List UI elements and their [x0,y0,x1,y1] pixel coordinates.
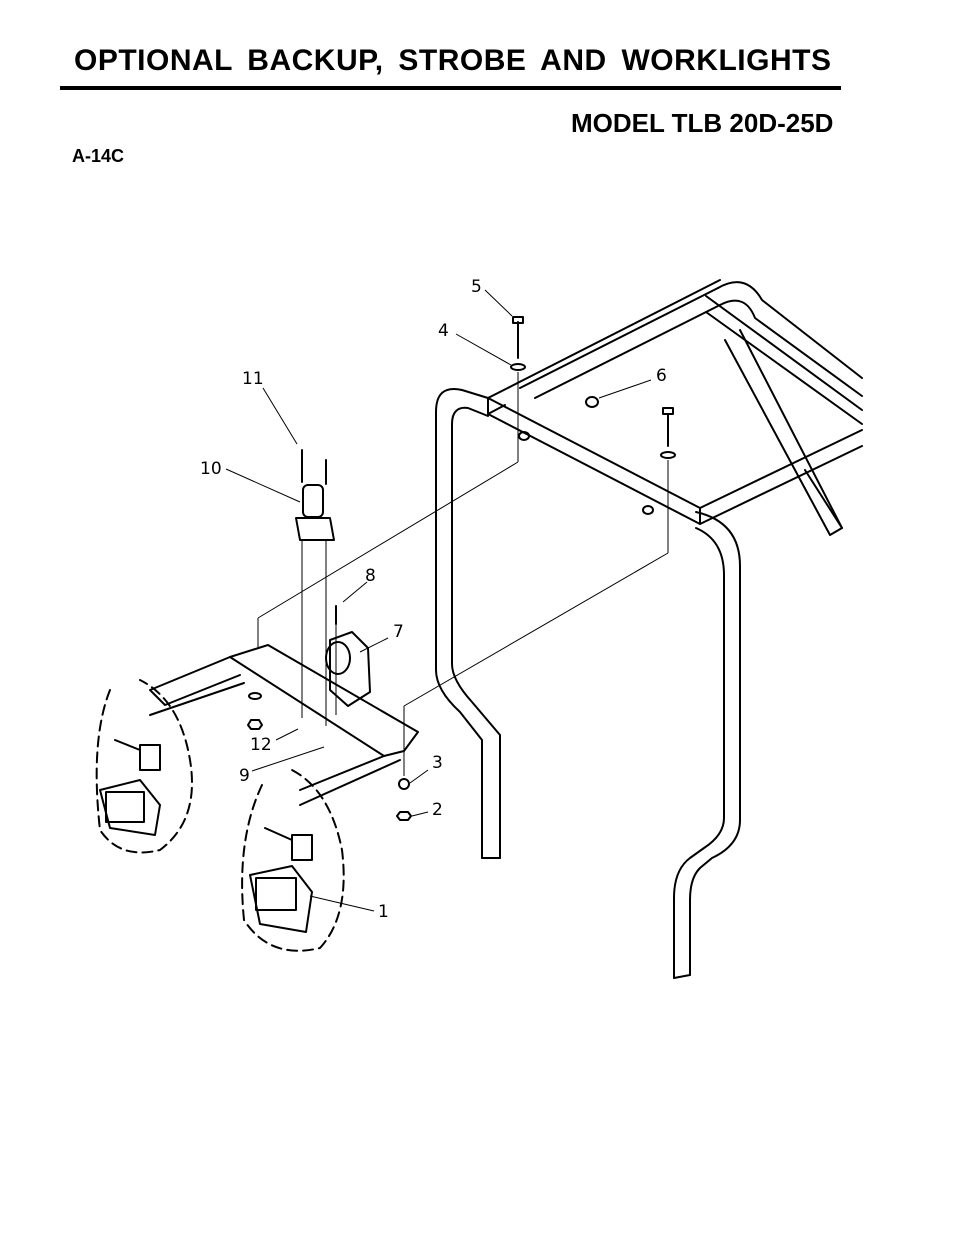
callout-5: 5 [471,277,482,297]
title-rule [60,86,841,90]
model-label: MODEL TLB 20D-25D [571,108,834,138]
callout-7: 7 [393,622,404,642]
callout-11: 11 [242,369,264,389]
strobe-light [295,449,335,541]
page-title: OPTIONAL BACKUP, STROBE AND WORKLIGHTS [74,44,832,77]
callout-4: 4 [438,321,449,341]
callout-10: 10 [200,459,222,479]
callout-9: 9 [239,766,250,786]
callout-1: 1 [378,902,389,922]
callout-2: 2 [432,800,443,820]
worklight-left [95,679,193,854]
callout-12: 12 [250,735,272,755]
top-frame [519,281,863,536]
mounting-bracket-plate [149,644,419,806]
worklight-right [241,769,345,952]
rops-right-upright [673,511,741,979]
callout-6: 6 [656,366,667,386]
callout-8: 8 [365,566,376,586]
rops-left-upright [435,388,501,859]
figure-reference: A-14C [72,146,125,166]
hardware [247,316,676,821]
callout-3: 3 [432,753,443,773]
